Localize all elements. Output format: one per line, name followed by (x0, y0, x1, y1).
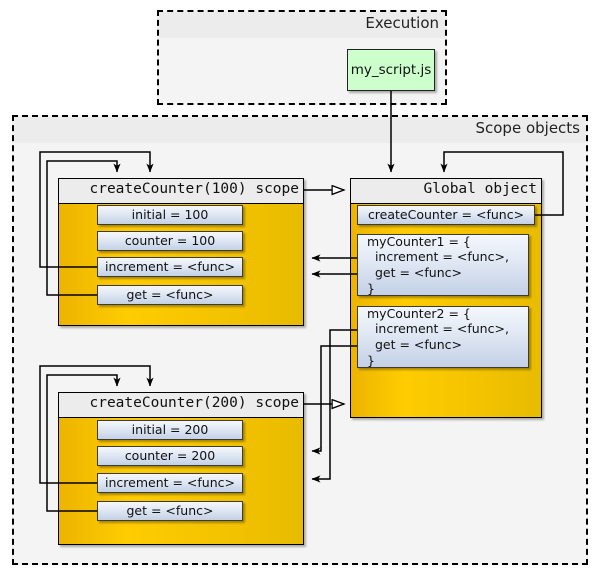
group-execution-title: Execution (365, 14, 439, 32)
group-execution-titlebar (159, 12, 445, 38)
prop-scope100-get[interactable]: get = <func> (97, 285, 243, 305)
prop-scope200-get[interactable]: get = <func> (97, 501, 243, 521)
prop-scope200-counter[interactable]: counter = 200 (97, 446, 243, 466)
script-node-my-script-js[interactable]: my_script.js (347, 49, 435, 91)
prop-scope200-increment[interactable]: increment = <func> (97, 473, 243, 493)
prop-global-mycounter2[interactable]: myCounter2 = { increment = <func>, get =… (357, 306, 529, 368)
script-node-label: my_script.js (350, 62, 432, 78)
prop-global-createcounter[interactable]: createCounter = <func> (357, 205, 535, 225)
scope-box-createcounter-100-title: createCounter(100) scope (89, 181, 299, 197)
prop-scope200-initial[interactable]: initial = 200 (97, 420, 243, 440)
group-scope-objects-title: Scope objects (475, 119, 580, 137)
prop-scope100-increment[interactable]: increment = <func> (97, 257, 243, 277)
prop-scope100-initial[interactable]: initial = 100 (97, 205, 243, 225)
scope-box-createcounter-200-title: createCounter(200) scope (89, 395, 299, 411)
prop-scope100-counter[interactable]: counter = 100 (97, 231, 243, 251)
group-scope-objects-titlebar (14, 117, 586, 143)
scope-box-createcounter-200[interactable]: createCounter(200) scope (58, 392, 304, 545)
prop-global-mycounter1[interactable]: myCounter1 = { increment = <func>, get =… (357, 234, 529, 296)
object-box-global-title: Global object (423, 181, 538, 197)
